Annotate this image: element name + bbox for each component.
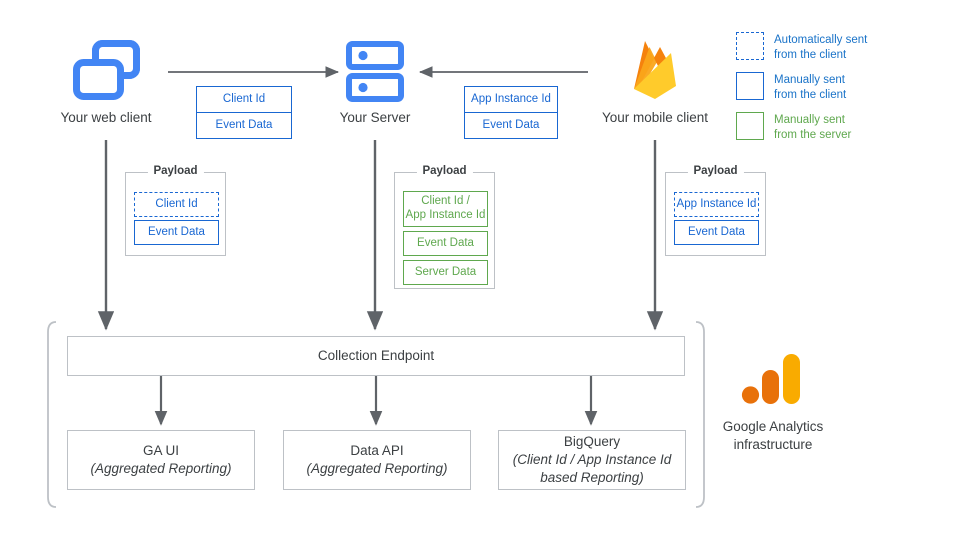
output-box-bigquery: BigQuery (Client Id / App Instance Id ba… xyxy=(498,430,686,490)
payload-group-server: Payload Client Id / App Instance Id Even… xyxy=(394,165,495,289)
payload-title: Payload xyxy=(687,165,744,177)
mobile-client-node xyxy=(620,36,690,106)
transfer-chip-event-data-mobile: Event Data xyxy=(464,112,558,139)
collection-endpoint-label: Collection Endpoint xyxy=(317,347,435,363)
payload-chip-client-id: Client Id xyxy=(134,192,219,217)
mobile-client-label: Your mobile client xyxy=(601,110,709,125)
legend-item-manually-sent-server: Manually sent from the server xyxy=(736,112,851,143)
payload-chip-event-data: Event Data xyxy=(134,220,219,245)
output-subtitle: (Aggregated Reporting) xyxy=(306,461,448,476)
legend-swatch-solid-green xyxy=(736,112,764,140)
transfer-chip-event-data: Event Data xyxy=(196,112,292,139)
payload-chip-app-instance-id: App Instance Id xyxy=(674,192,759,217)
legend-label: Automatically sent from the client xyxy=(774,34,868,62)
google-analytics-brand xyxy=(718,352,828,410)
payload-title: Payload xyxy=(147,165,204,177)
output-title: GA UI xyxy=(142,442,179,458)
payload-chip-client-or-app-instance-id: Client Id / App Instance Id xyxy=(403,191,488,227)
output-title: Data API xyxy=(350,442,404,458)
web-client-label: Your web client xyxy=(60,110,152,125)
server-node xyxy=(340,40,410,104)
web-client-node xyxy=(56,38,156,104)
infrastructure-bracket-right xyxy=(695,321,705,508)
server-icon xyxy=(346,41,404,102)
google-analytics-logo xyxy=(741,354,800,404)
output-box-data-api: Data API (Aggregated Reporting) xyxy=(283,430,471,490)
legend-item-manually-sent-client: Manually sent from the client xyxy=(736,72,846,103)
transfer-chip-app-instance-id: App Instance Id xyxy=(464,86,558,113)
payload-chip-event-data: Event Data xyxy=(403,231,488,256)
payload-group-mobile-client: Payload App Instance Id Event Data xyxy=(665,165,766,256)
google-analytics-caption: Google Analytics infrastructure xyxy=(722,419,824,453)
payload-group-web-client: Payload Client Id Event Data xyxy=(125,165,226,256)
output-box-ga-ui: GA UI (Aggregated Reporting) xyxy=(67,430,255,490)
legend-item-automatically-sent: Automatically sent from the client xyxy=(736,32,867,63)
web-client-icon xyxy=(73,40,140,100)
legend-swatch-solid-blue xyxy=(736,72,764,100)
output-subtitle: (Aggregated Reporting) xyxy=(90,461,232,476)
transfer-chip-client-id: Client Id xyxy=(196,86,292,113)
output-subtitle: (Client Id / App Instance Id based Repor… xyxy=(512,451,672,486)
payload-chip-event-data: Event Data xyxy=(674,220,759,245)
output-title: BigQuery xyxy=(563,433,621,449)
legend-label: Manually sent from the client xyxy=(774,74,847,102)
payload-title: Payload xyxy=(416,165,473,177)
collection-endpoint-box: Collection Endpoint xyxy=(67,336,685,376)
server-label: Your Server xyxy=(339,110,411,125)
legend-swatch-dashed-blue xyxy=(736,32,764,60)
legend-label: Manually sent from the server xyxy=(774,114,852,142)
legend: Automatically sent from the client Manua… xyxy=(736,32,936,152)
infrastructure-bracket-left xyxy=(47,321,57,508)
payload-chip-server-data: Server Data xyxy=(403,260,488,285)
firebase-icon xyxy=(634,41,676,99)
